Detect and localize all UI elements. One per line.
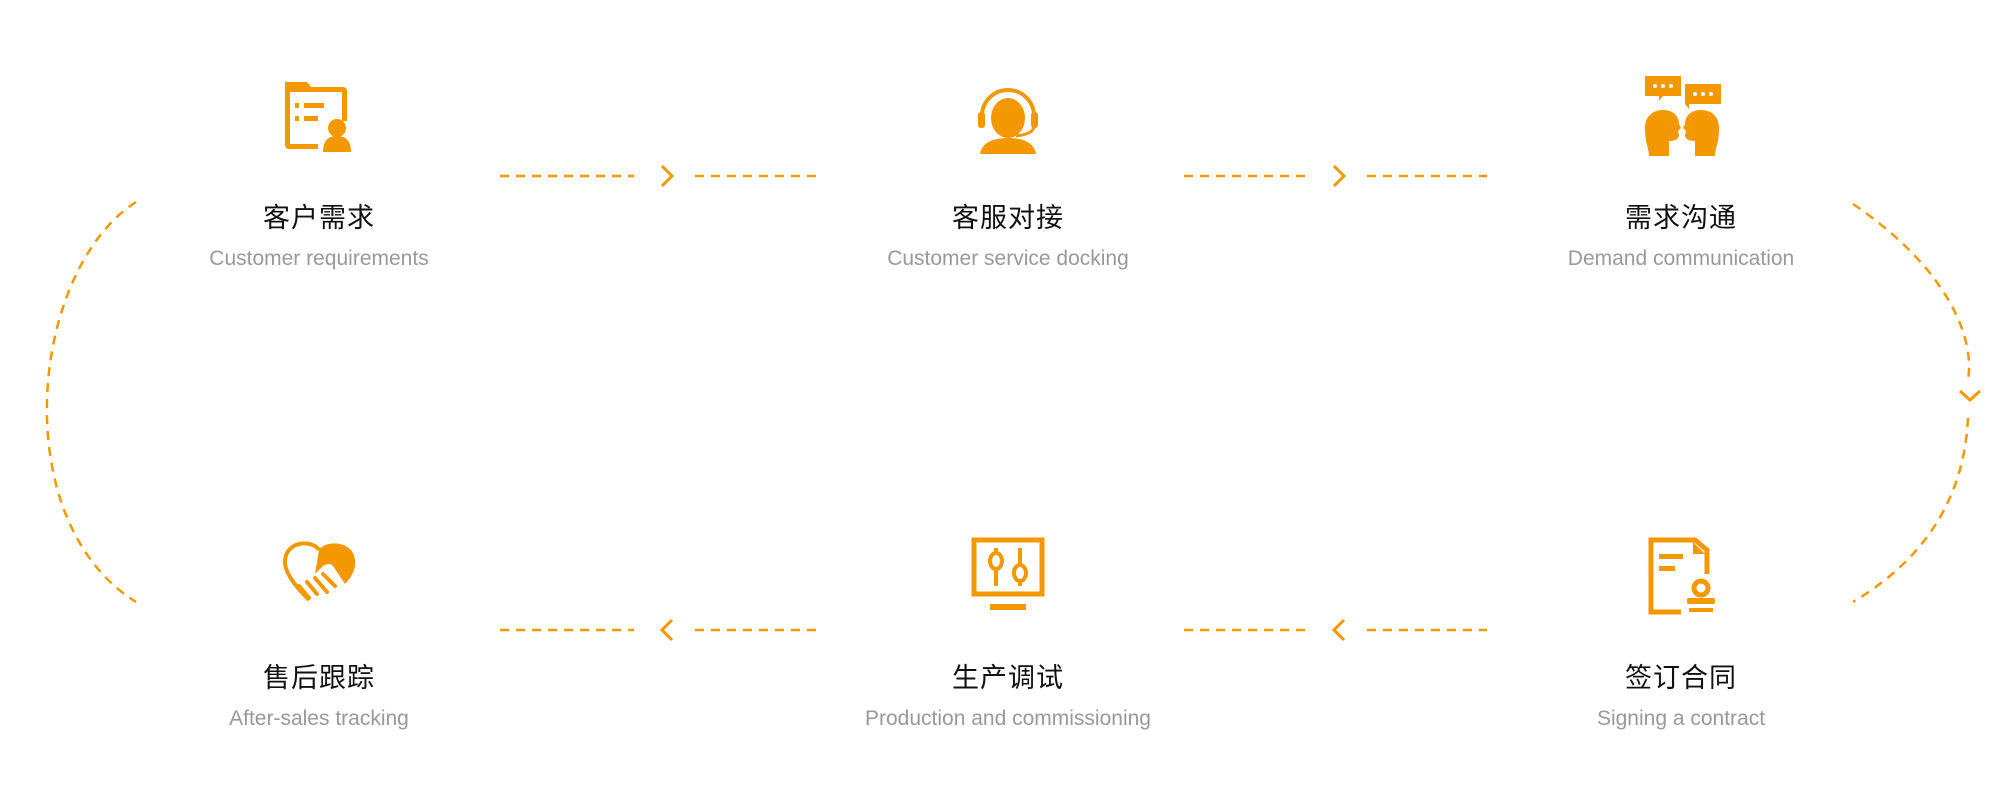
step-demand-communication: 需求沟通 Demand communication <box>1471 76 1891 271</box>
step-subtitle: Production and commissioning <box>865 707 1151 730</box>
step-title: 客户需求 <box>263 203 375 234</box>
arc-left <box>45 200 137 604</box>
step-signing-contract: 签订合同 Signing a contract <box>1471 536 1891 731</box>
step-subtitle: Customer service docking <box>887 247 1129 270</box>
step-title: 签订合同 <box>1625 663 1737 694</box>
step-production-commissioning: 生产调试 Production and commissioning <box>798 536 1218 731</box>
arc-right <box>1852 202 1971 604</box>
step-subtitle: Signing a contract <box>1596 707 1766 730</box>
control-panel-icon <box>971 537 1045 610</box>
step-title: 生产调试 <box>952 663 1064 694</box>
customer-file-icon <box>285 82 351 152</box>
conversation-icon <box>1645 76 1721 156</box>
step-title: 需求沟通 <box>1625 203 1737 234</box>
arrow-right-icon <box>660 164 675 188</box>
arrow-right-icon <box>1332 164 1347 188</box>
step-subtitle: After-sales tracking <box>229 707 409 730</box>
step-subtitle: Demand communication <box>1567 247 1795 270</box>
step-title: 售后跟踪 <box>263 663 375 694</box>
step-customer-service-docking: 客服对接 Customer service docking <box>798 76 1218 271</box>
headset-agent-icon <box>978 88 1038 154</box>
step-subtitle: Customer requirements <box>209 247 429 270</box>
arrow-left-icon <box>659 618 674 642</box>
arrow-left-icon <box>1331 618 1346 642</box>
contract-stamp-icon <box>1648 537 1715 615</box>
step-after-sales-tracking: 售后跟踪 After-sales tracking <box>109 536 529 731</box>
arrow-down-icon <box>1958 389 1982 403</box>
step-customer-requirements: 客户需求 Customer requirements <box>109 76 529 271</box>
step-title: 客服对接 <box>952 203 1064 234</box>
handshake-heart-icon <box>282 541 356 602</box>
